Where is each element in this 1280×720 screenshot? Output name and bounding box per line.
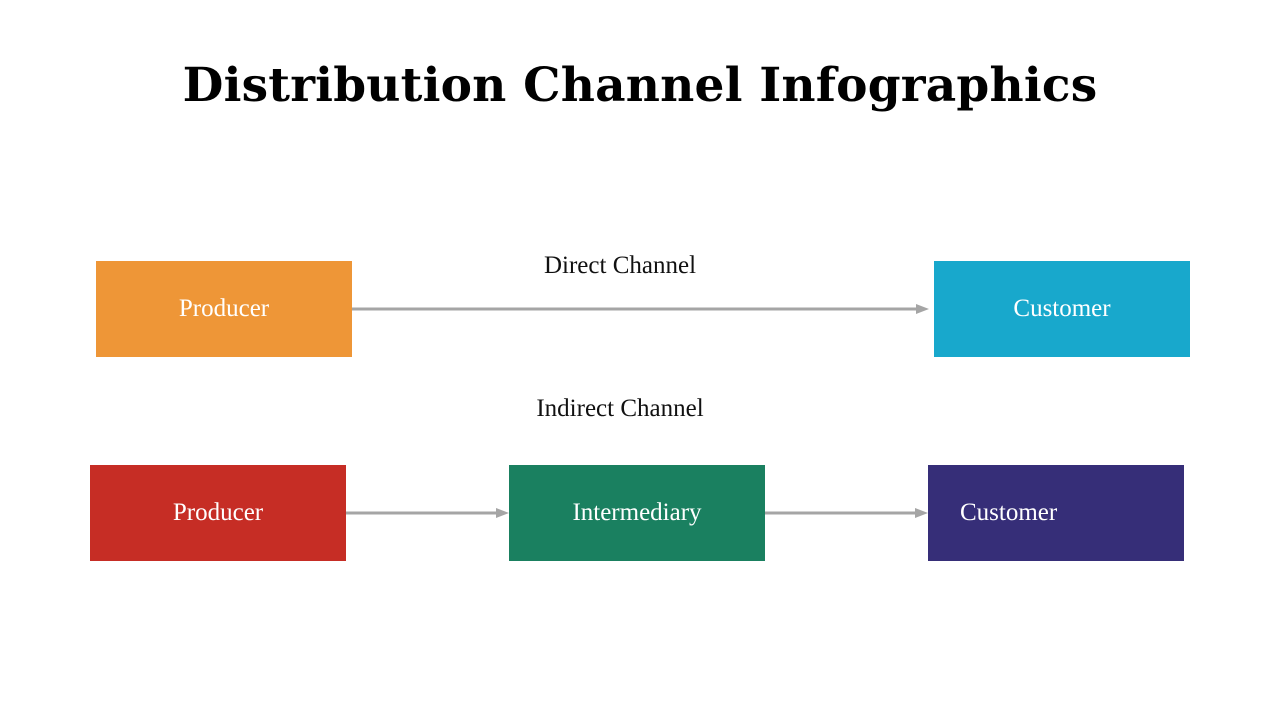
direct-producer-box: Producer [96, 261, 352, 357]
direct-channel-label: Direct Channel [543, 252, 697, 279]
indirect-customer-box: Customer [928, 465, 1184, 561]
indirect-arrow-2-icon [765, 508, 928, 518]
indirect-arrow-1 [346, 506, 509, 520]
direct-customer-label: Customer [1013, 295, 1111, 322]
indirect-arrow-1-icon [346, 508, 509, 518]
direct-arrow [352, 302, 929, 316]
slide-title: Distribution Channel Infographics [182, 58, 1098, 113]
indirect-customer-label: Customer [960, 499, 1058, 526]
direct-arrow-icon [352, 304, 929, 314]
indirect-channel-label: Indirect Channel [536, 395, 704, 422]
indirect-arrow-2 [765, 506, 928, 520]
direct-customer-box: Customer [934, 261, 1190, 357]
direct-producer-label: Producer [178, 295, 270, 322]
indirect-intermediary-label: Intermediary [572, 499, 702, 526]
indirect-producer-box: Producer [90, 465, 346, 561]
indirect-intermediary-box: Intermediary [509, 465, 765, 561]
indirect-producer-label: Producer [172, 499, 264, 526]
